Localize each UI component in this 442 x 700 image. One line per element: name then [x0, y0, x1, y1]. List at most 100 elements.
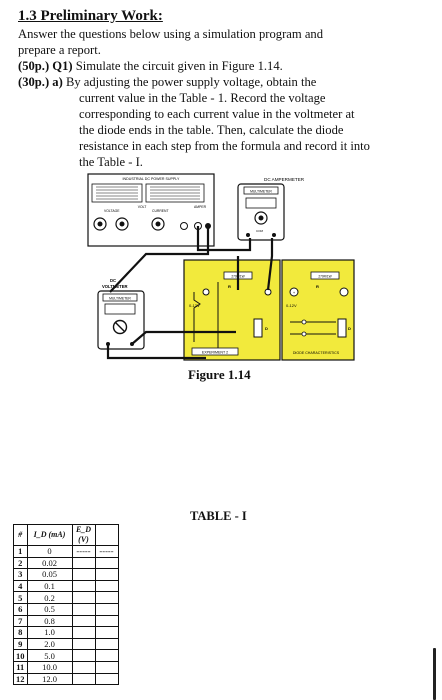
question-2-line-3: corresponding to each current value in t… — [79, 107, 355, 121]
row-index: 3 — [13, 568, 28, 581]
section-heading: 1.3 Preliminary Work: — [18, 8, 163, 24]
header-current: I_D (mA) — [26, 524, 73, 546]
circuit-figure: INDUSTRIAL DC POWER SUPPLY VOLT VOLTAGE … — [87, 173, 355, 361]
row-resistance — [94, 637, 119, 651]
question-2-line-4: the diode ends in the table. Then, calcu… — [79, 123, 344, 137]
figure-caption: Figure 1.14 — [188, 367, 251, 382]
row-current: 12.0 — [26, 672, 73, 686]
row-index: 10 — [13, 649, 28, 662]
board-d-2: D — [348, 326, 351, 331]
board-d-1: D — [265, 326, 268, 331]
row-resistance — [94, 660, 119, 674]
row-current: 0.02 — [26, 556, 73, 570]
row-current: 0.05 — [26, 568, 73, 581]
intro-line-1: Answer the questions below using a simul… — [18, 27, 323, 41]
row-voltage — [71, 637, 96, 651]
row-resistance — [94, 626, 119, 639]
scrollbar[interactable] — [433, 648, 436, 700]
psu-amper-label: AMPER — [194, 205, 207, 209]
voltmeter: DC VOLTMETER MULTIMETER — [97, 278, 145, 350]
table-header-row: # I_D (mA) E_D (V) — [13, 524, 119, 546]
row-voltage — [71, 579, 96, 593]
question-2-line-5: resistance in each step from the formula… — [79, 139, 370, 153]
row-voltage — [71, 556, 96, 570]
question-1-points: (50p.) Q1) — [18, 59, 73, 73]
row-resistance — [94, 591, 119, 604]
row-index: 6 — [13, 602, 28, 616]
row-resistance — [94, 579, 119, 593]
row-current: 0 — [26, 545, 73, 558]
row-voltage: ----- — [71, 545, 96, 558]
row-voltage — [71, 591, 96, 604]
table-title: TABLE - I — [190, 509, 247, 523]
row-resistance — [94, 614, 119, 628]
row-current: 2.0 — [26, 637, 73, 651]
row-current: 10.0 — [26, 660, 73, 674]
row-index: 5 — [13, 591, 28, 604]
board-r-1: R — [228, 284, 231, 289]
header-resistance — [94, 524, 119, 546]
question-2-line-6: the Table - I. — [79, 155, 143, 169]
question-1: (50p.) Q1) Simulate the circuit given in… — [18, 58, 283, 74]
header-voltage: E_D (V) — [71, 524, 96, 546]
row-resistance — [94, 568, 119, 581]
psu-volt-label: VOLT — [138, 205, 147, 209]
voltmeter-sub: MULTIMETER — [109, 297, 131, 301]
row-current: 5.0 — [26, 649, 73, 662]
row-index: 7 — [13, 614, 28, 628]
row-index: 2 — [13, 556, 28, 570]
ammeter-com: COM — [256, 229, 264, 233]
row-current: 0.5 — [26, 602, 73, 616]
board-res-2: 270R/1W — [318, 275, 331, 279]
row-voltage — [71, 568, 96, 581]
ammeter-title: DC AMPERMETER — [264, 177, 305, 182]
board-voltage-1: 0-12V — [189, 303, 200, 308]
row-resistance — [94, 672, 119, 686]
row-index: 11 — [13, 660, 28, 674]
row-current: 0.2 — [26, 591, 73, 604]
ammeter: DC AMPERMETER MULTIMETER COM — [237, 177, 305, 241]
question-1-text: Simulate the circuit given in Figure 1.1… — [75, 59, 283, 73]
row-index: 12 — [13, 672, 28, 686]
header-index: # — [13, 524, 28, 546]
question-2-line-1: By adjusting the power supply voltage, o… — [65, 75, 317, 89]
ammeter-sub: MULTIMETER — [250, 190, 272, 194]
row-voltage — [71, 649, 96, 662]
row-current: 0.1 — [26, 579, 73, 593]
board-experiment: EXPERIMENT 2 — [202, 351, 228, 355]
svg-text:+: + — [293, 290, 296, 295]
row-index: 4 — [13, 579, 28, 593]
row-voltage — [71, 614, 96, 628]
experiment-board: 270R/1W R 270R/1W R 0-12V 0-12V D D + EX… — [183, 259, 355, 361]
row-voltage — [71, 602, 96, 616]
row-current: 1.0 — [26, 626, 73, 639]
board-diode-label: DIODE CHARACTERISTICS — [293, 351, 340, 355]
row-index: 8 — [13, 626, 28, 639]
row-current: 0.8 — [26, 614, 73, 628]
power-supply: INDUSTRIAL DC POWER SUPPLY VOLT VOLTAGE … — [87, 173, 215, 247]
row-resistance — [94, 602, 119, 616]
question-2-line-2: current value in the Table - 1. Record t… — [79, 91, 326, 105]
psu-current-label: CURRENT — [152, 209, 169, 213]
row-index: 9 — [13, 637, 28, 651]
row-index: 1 — [13, 545, 28, 558]
row-resistance — [94, 649, 119, 662]
voltmeter-title-1: DC — [110, 278, 116, 283]
row-voltage — [71, 672, 96, 686]
row-resistance: ----- — [94, 545, 119, 558]
row-voltage — [71, 626, 96, 639]
